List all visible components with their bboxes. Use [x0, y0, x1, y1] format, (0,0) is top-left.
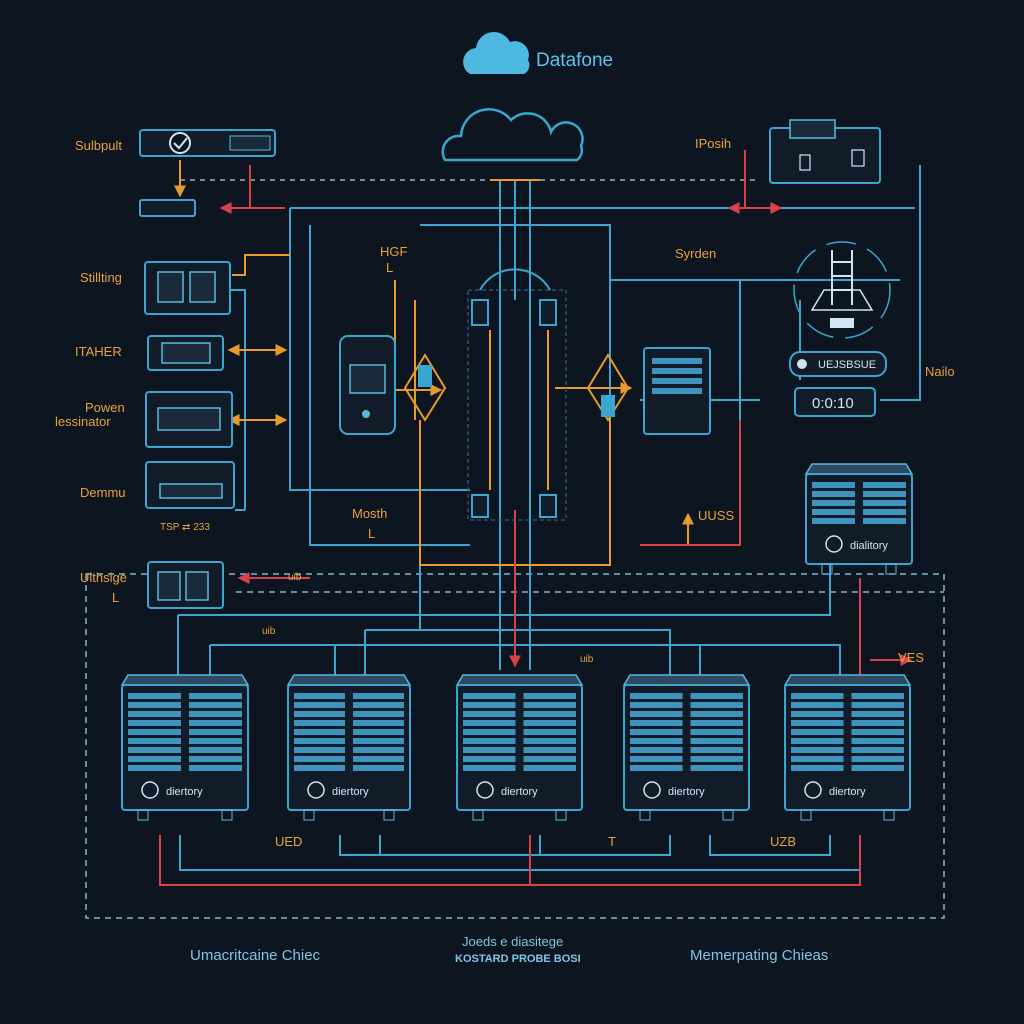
server-rack-icon[interactable]: diertory [783, 674, 912, 821]
footer-left: Umacritcaine Chiec [190, 947, 321, 964]
device-left-2[interactable] [147, 335, 224, 371]
connector-right [586, 353, 630, 422]
label-top-right: IPosih [695, 136, 731, 151]
server-brand: diertory [501, 786, 538, 798]
server-rack-icon[interactable]: diertory [622, 674, 751, 821]
center-rack [467, 289, 567, 521]
server-brand: diertory [829, 786, 866, 798]
device-left-1[interactable] [144, 261, 231, 315]
server-rack-icon[interactable]: dialitory [804, 463, 914, 575]
label-uuss: UUSS [698, 508, 734, 523]
label-t: T [608, 834, 616, 849]
server-brand: dialitory [850, 540, 888, 552]
cloud-icon [463, 32, 530, 74]
antenna-icon [793, 241, 891, 339]
label-left-2: ITAHER [75, 344, 122, 359]
label-left-3b: lessinator [55, 414, 111, 429]
server-brand: diertory [166, 786, 203, 798]
label-left-4-tags: TSP ⇄ 233 [160, 522, 210, 533]
label-hgf: HGF [380, 244, 408, 259]
server-rack-icon[interactable]: diertory [455, 674, 584, 821]
connector-left [403, 353, 447, 422]
label-left-1: Stillting [80, 270, 122, 285]
footer-center-bottom: KOSTARD PROBE BOSI [455, 953, 581, 965]
display-digits: 0:0:10 [812, 395, 854, 412]
label-ves: VES [898, 650, 924, 665]
label-uzb: UZB [770, 834, 796, 849]
cloud-icon [441, 108, 584, 162]
label-hgf-l: L [386, 260, 393, 275]
device-top-right[interactable] [769, 119, 881, 184]
server-brand: diertory [668, 786, 705, 798]
label-small-3: uib [580, 654, 594, 665]
device-center-left[interactable] [339, 335, 396, 435]
server-racks: diertory diertory diertory diertory diertory… [120, 463, 914, 821]
display-text: UEJSBSUE [818, 359, 876, 371]
server-brand: diertory [332, 786, 369, 798]
footer-right: Memerpating Chieas [690, 947, 828, 964]
header: Datafone [463, 32, 613, 74]
wiring [159, 150, 921, 886]
label-node: Nailo [925, 364, 955, 379]
device-left-3[interactable] [145, 391, 233, 448]
label-left-4: Demmu [80, 485, 126, 500]
device-top-left[interactable] [139, 129, 276, 217]
label-small-1: uib [288, 572, 302, 583]
label-syrden: Syrden [675, 246, 716, 261]
display-module[interactable]: UEJSBSUE 0:0:10 [789, 351, 887, 417]
device-center-right[interactable] [643, 347, 711, 435]
labels: Sulbpult IPosih Stillting ITAHER Powen l… [55, 136, 955, 849]
device-left-4[interactable] [145, 461, 235, 509]
label-left-3a: Powen [85, 400, 125, 415]
gauge-icon [169, 132, 191, 154]
server-rack-icon[interactable]: diertory [286, 674, 412, 821]
label-mosth-l: L [368, 526, 375, 541]
device-left-5[interactable] [147, 561, 224, 609]
label-left-5-l: L [112, 590, 119, 605]
page-title: Datafone [536, 50, 613, 71]
label-left-5: Ulthsige [80, 570, 127, 585]
server-rack-icon[interactable]: diertory [120, 674, 250, 821]
label-top-left: Sulbpult [75, 138, 122, 153]
label-small-2: uib [262, 626, 276, 637]
label-mosth: Mosth [352, 506, 387, 521]
label-ued: UED [275, 834, 302, 849]
footer-center-top: Joeds e diasitege [462, 934, 563, 949]
footer: Umacritcaine Chiec Joeds e diasitege KOS… [190, 934, 828, 965]
